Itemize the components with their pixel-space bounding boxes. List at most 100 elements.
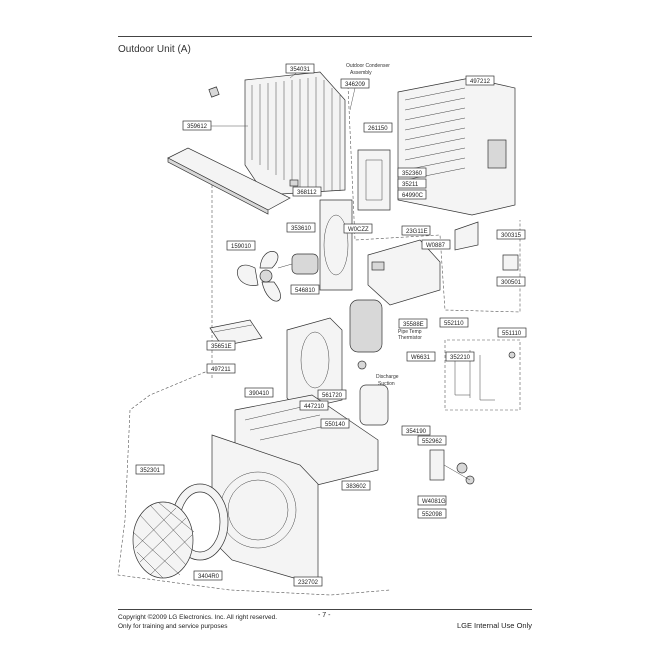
callout-352301: 352301 [135,464,165,475]
discharge-note: Discharge Suction [376,374,399,387]
callout-35211: 35211 [397,178,427,189]
svg-text:390410: 390410 [249,391,270,397]
svg-text:W0CZZ: W0CZZ [348,227,369,233]
callout-W4081G: W4081G [417,495,447,506]
svg-text:300501: 300501 [501,280,522,286]
svg-text:159010: 159010 [231,244,252,250]
svg-text:23G11E: 23G11E [406,229,428,235]
callout-352360: 352360 [397,167,427,178]
svg-text:3404R0: 3404R0 [198,574,220,580]
callout-W6631: W6631 [406,351,436,362]
svg-text:546810: 546810 [295,288,316,294]
callout-497212: 497212 [465,75,495,86]
pipe-group-outline [444,339,521,411]
reactor-assembly [367,239,441,306]
svg-text:Assembly: Assembly [350,70,372,76]
callout-261150: 261150 [363,122,393,133]
condenser-note: Outdoor Condenser Assembly [346,63,390,76]
svg-text:368112: 368112 [297,190,317,196]
footer-rule [118,609,532,610]
callout-447210: 447210 [299,400,329,411]
svg-text:551110: 551110 [502,331,522,337]
propeller-fan [237,251,281,302]
svg-text:261150: 261150 [368,126,388,132]
page-number: - 7 - [318,612,331,619]
callout-390410: 390410 [244,387,274,398]
training-text: Only for training and service purposes [118,623,228,630]
svg-text:352301: 352301 [140,468,161,474]
internal-use-label: LGE Internal Use Only [456,621,532,630]
footer-copyright: Copyright ©2009 LG Electronics. Inc. All… [118,613,277,631]
svg-text:353610: 353610 [291,226,312,232]
svg-text:35651E: 35651E [211,344,232,350]
svg-text:Thermistor: Thermistor [398,335,422,341]
pcb-holder [209,319,263,347]
callout-552098: 552098 [417,508,447,519]
callout-550140: 550140 [320,418,350,429]
callout-3404R0: 3404R0 [193,570,223,581]
callout-546810: 546810 [290,284,320,295]
callout-159010: 159010 [226,240,256,251]
callout-552962: 552962 [417,435,447,446]
svg-text:552110: 552110 [444,321,464,327]
callout-552110: 552110 [439,317,469,328]
callout-561720: 561720 [317,389,347,400]
svg-text:W6631: W6631 [411,355,431,361]
callout-W0CZZ: W0CZZ [343,223,373,234]
control-bracket [357,149,391,211]
pipe-temp-note: Pipe Temp Thermistor [398,329,422,341]
separator-panel [286,317,343,411]
callout-35651E: 35651E [206,340,236,351]
callout-232702: 232702 [293,576,323,587]
svg-text:Pipe Temp: Pipe Temp [398,329,422,335]
callout-300315: 300315 [496,229,526,240]
callout-23G11E: 23G11E [401,225,431,236]
base-group-outline [117,369,391,596]
svg-text:35588E: 35588E [403,322,424,328]
callout-551110: 551110 [497,327,527,338]
service-valve [429,449,475,485]
callout-497211: 497211 [206,363,236,374]
svg-text:354190: 354190 [406,429,427,435]
svg-text:550140: 550140 [325,422,346,428]
callout-359612: 359612 [182,120,248,131]
svg-text:Outdoor Condenser: Outdoor Condenser [346,63,390,69]
callout-368112: 368112 [292,186,322,197]
svg-text:497212: 497212 [470,79,491,85]
svg-text:232702: 232702 [298,580,319,586]
callout-353610: 353610 [286,222,316,233]
terminal-bracket [454,221,519,271]
svg-text:300315: 300315 [501,233,522,239]
svg-text:354031: 354031 [290,67,311,73]
svg-text:497211: 497211 [211,367,231,373]
callout-64990C: 64990C [397,189,427,200]
svg-text:352360: 352360 [402,171,423,177]
callout-W0887: W0887 [421,239,451,250]
header-rule [118,36,532,37]
svg-text:64990C: 64990C [402,193,424,199]
callout-35588E: 35588E [398,318,428,329]
copyright-text: Copyright ©2009 LG Electronics. Inc. All… [118,614,278,621]
callout-383602: 383602 [341,480,371,491]
svg-text:W0887: W0887 [426,243,446,249]
barrier-bracket [319,199,353,291]
callout-354190: 354190 [401,425,431,436]
callout-300501: 300501 [496,276,526,287]
svg-text:346209: 346209 [345,82,366,88]
svg-text:383602: 383602 [346,484,367,490]
svg-text:Suction: Suction [378,381,395,387]
compressor [349,299,389,426]
callout-354031: 354031 [285,63,315,79]
svg-text:447210: 447210 [304,404,325,410]
svg-text:35211: 35211 [402,182,419,188]
condenser-coil [208,71,346,196]
svg-text:552098: 552098 [422,512,443,518]
condenser-group-outline [347,85,521,313]
svg-text:Discharge: Discharge [376,374,399,380]
callout-352210: 352210 [445,351,475,362]
svg-text:561720: 561720 [322,393,343,399]
svg-text:552962: 552962 [422,439,443,445]
page-title: Outdoor Unit (A) [118,44,191,55]
svg-text:W4081G: W4081G [422,499,446,505]
